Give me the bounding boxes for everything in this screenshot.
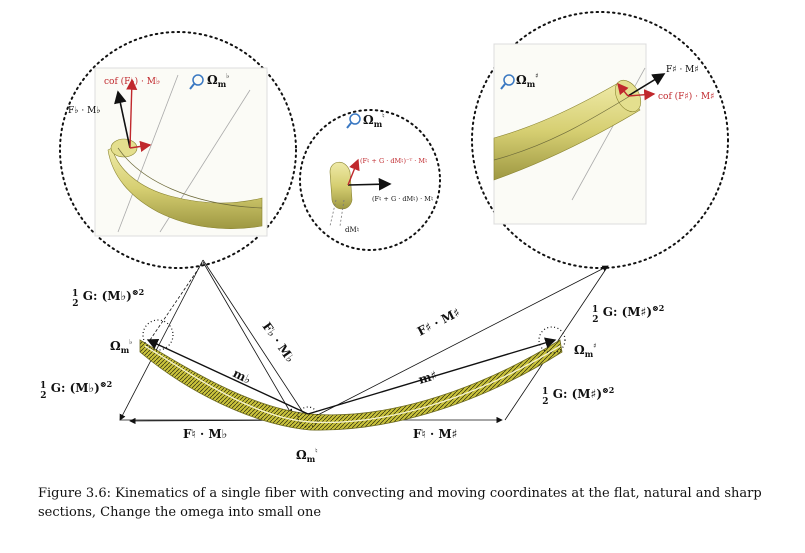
zoom-circle-flat: [59, 31, 297, 269]
zoom-view-flat: cof (F♭) · M♭ F♭ · M♭ Ωm♭: [59, 31, 297, 269]
fiber-segment-flat: [107, 147, 263, 229]
magnifier-icon: [500, 74, 515, 90]
label-cof-flat: cof (F♭) · M♭: [104, 76, 160, 87]
vector-cof-flat: [126, 78, 138, 149]
zoom-view-natural: Ωm♮ (F♮ + G · dM♮)⁻ᵀ · M♮ (F♮ + G · dM♮)…: [299, 109, 441, 251]
zoom-view-sharp: F♯ · M♯ cof (F♯) · M♯ Ωm♯: [471, 11, 729, 269]
zoom-circle-natural: [299, 109, 441, 251]
fiber-main: [139, 339, 563, 431]
label-inv-natural: (F♮ + G · dM♮)⁻ᵀ · M♮: [360, 157, 427, 165]
fiber-segment-sharp: [493, 81, 641, 181]
label-omega-natural: Ωm♮: [363, 111, 385, 129]
vector-m-flat: [146, 339, 309, 415]
label-f-sharp-m-sharp: F♯ · M♯: [415, 305, 462, 338]
label-f-flat-m-flat: F♭ · M♭: [260, 320, 298, 365]
label-f-flat: F♭ · M♭: [68, 106, 101, 116]
label-omega-right: Ωm♯: [574, 341, 597, 359]
label-m-sharp: m♯: [417, 368, 439, 387]
label-omega-bottom: Ωm♮: [296, 446, 318, 464]
figure-caption: Figure 3.6: Kinematics of a single fiber…: [38, 484, 778, 522]
label-f-nat-m-flat: F♮ · M♭: [183, 427, 227, 441]
zoom-circle-sharp: [471, 11, 729, 269]
magnifier-icon: [346, 113, 361, 129]
label-omega-left: Ωm♭: [110, 337, 132, 355]
label-f-natural: (F♮ + G · dM♮) · M♮: [372, 195, 433, 203]
label-f-sharp: F♯ · M♯: [666, 65, 699, 75]
label-f-nat-m-sharp: F♮ · M♯: [413, 427, 457, 441]
vector-m-sharp: [307, 337, 557, 415]
label-m-flat: m♭: [231, 366, 254, 387]
caption-text: Kinematics of a single fiber with convec…: [38, 486, 762, 520]
caption-prefix: Figure 3.6:: [38, 486, 111, 501]
vector-f-flat: [114, 90, 131, 149]
label-dm-natural: dM♮: [345, 226, 359, 234]
label-cof-sharp: cof (F♯) · M♯: [658, 91, 714, 102]
magnifier-icon: [189, 74, 204, 90]
